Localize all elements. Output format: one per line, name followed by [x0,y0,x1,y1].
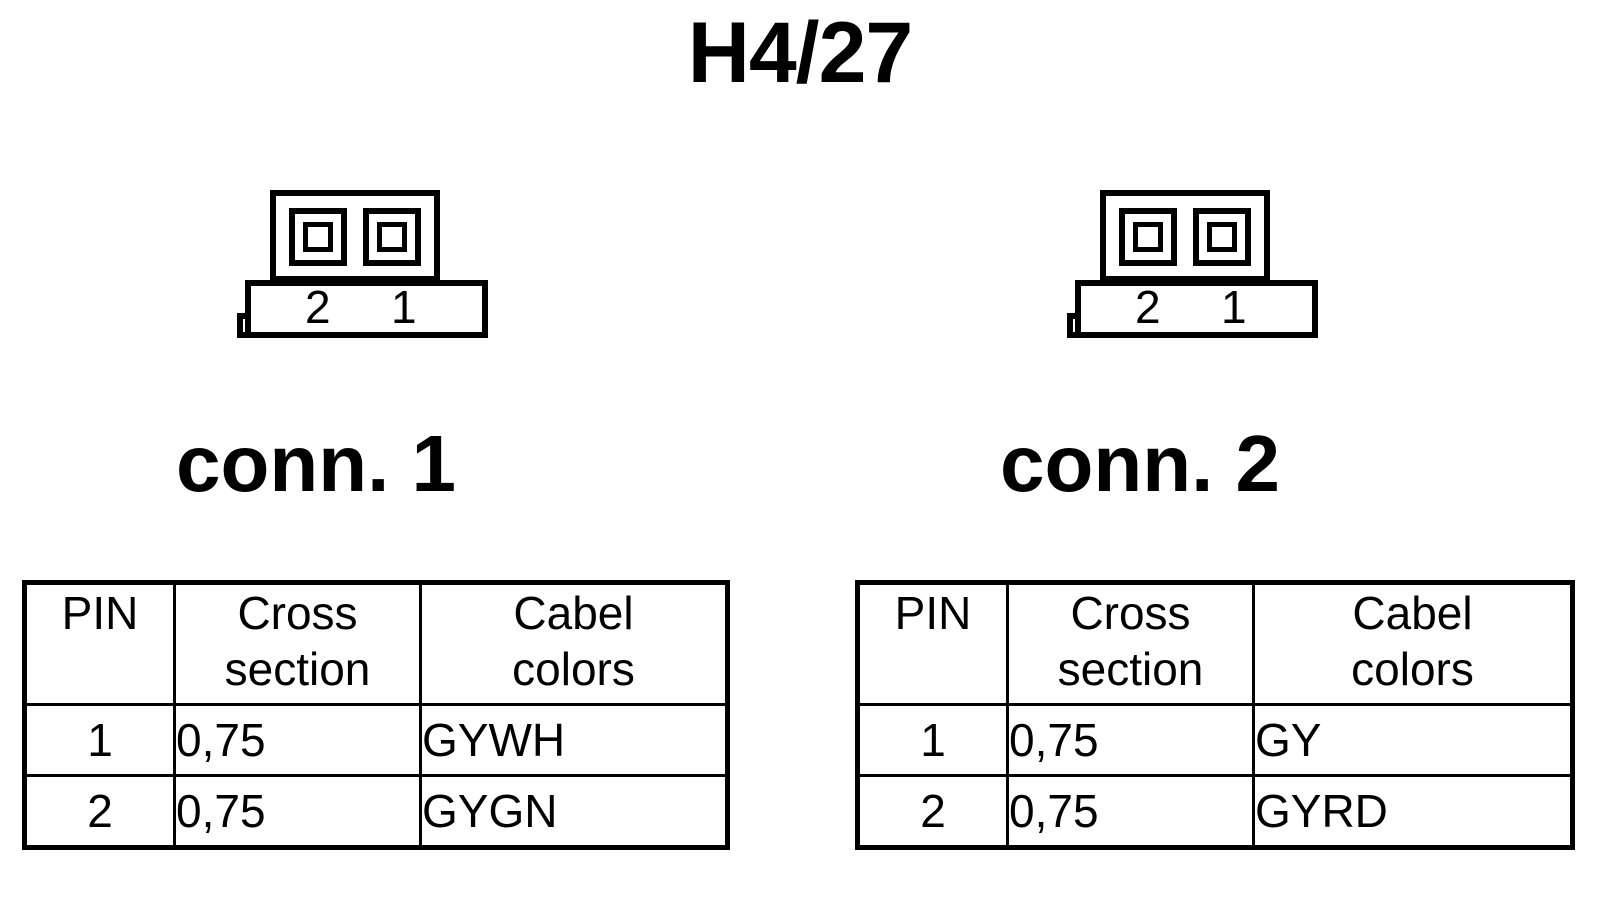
cell-pin: 2 [23,774,176,849]
connector-cavity-1-icon-1 [363,208,421,266]
cell-cabel-color: GYGN [419,774,729,849]
cell-cabel-color: GY [1252,703,1574,777]
connector-pin-label-right-1: 1 [391,281,417,333]
column-header-cross-line2: section [224,643,371,695]
connector-cavity-inner-icon [1133,222,1163,252]
pinout-table-2: PIN Cross section Cabel colors 1 0,75 GY… [855,580,1575,850]
table-header-row: PIN Cross section Cabel colors [23,581,729,706]
connector-cavity-1-icon-2 [1193,208,1251,266]
connector-pin-label-right-2: 1 [1221,281,1247,333]
cell-pin: 2 [856,774,1009,849]
connector-housing-2 [1100,190,1270,282]
cell-cross-section: 0,75 [173,703,422,777]
column-header-cross-line1: Cross [237,587,358,639]
connector-pin-label-left-2: 2 [1135,281,1161,333]
column-header-cross-section: Cross section [1006,581,1255,706]
connector-base-1: 2 1 [245,280,488,338]
column-header-cabel-line2: colors [1351,643,1474,695]
connector-pin-label-left-1: 2 [305,281,331,333]
connector-cavity-inner-icon [1207,222,1237,252]
connector-label-2: conn. 2 [1000,419,1281,508]
connector-base-2: 2 1 [1075,280,1318,338]
column-header-cabel-line2: colors [512,643,635,695]
column-header-pin: PIN [856,581,1009,706]
cell-cross-section: 0,75 [173,774,422,849]
cell-cabel-color: GYRD [1252,774,1574,849]
page-title: H4/27 [687,5,914,101]
connector-cavity-2-icon-1 [289,208,347,266]
cell-cross-section: 0,75 [1006,774,1255,849]
connector-label-1: conn. 1 [176,419,457,508]
table-row: 2 0,75 GYRD [856,774,1574,849]
cell-cross-section: 0,75 [1006,703,1255,777]
column-header-cabel-line1: Cabel [1352,587,1473,639]
connector-symbol-2: 2 1 [1067,185,1335,355]
cell-pin: 1 [23,703,176,777]
column-header-cabel-colors: Cabel colors [1252,581,1574,706]
table-header-row: PIN Cross section Cabel colors [856,581,1574,706]
column-header-cabel-line1: Cabel [513,587,634,639]
connector-symbol-1: 2 1 [237,185,505,355]
connector-housing-1 [270,190,440,282]
pinout-table-1: PIN Cross section Cabel colors 1 0,75 GY… [22,580,730,850]
column-header-cross-line1: Cross [1070,587,1191,639]
table-row: 2 0,75 GYGN [23,774,729,849]
column-header-pin: PIN [23,581,176,706]
connector-cavity-inner-icon [377,222,407,252]
table-row: 1 0,75 GYWH [23,703,729,777]
table-row: 1 0,75 GY [856,703,1574,777]
column-header-cross-section: Cross section [173,581,422,706]
column-header-cabel-colors: Cabel colors [419,581,729,706]
connector-cavity-inner-icon [303,222,333,252]
column-header-cross-line2: section [1057,643,1204,695]
cell-cabel-color: GYWH [419,703,729,777]
cell-pin: 1 [856,703,1009,777]
connector-cavity-2-icon-2 [1119,208,1177,266]
